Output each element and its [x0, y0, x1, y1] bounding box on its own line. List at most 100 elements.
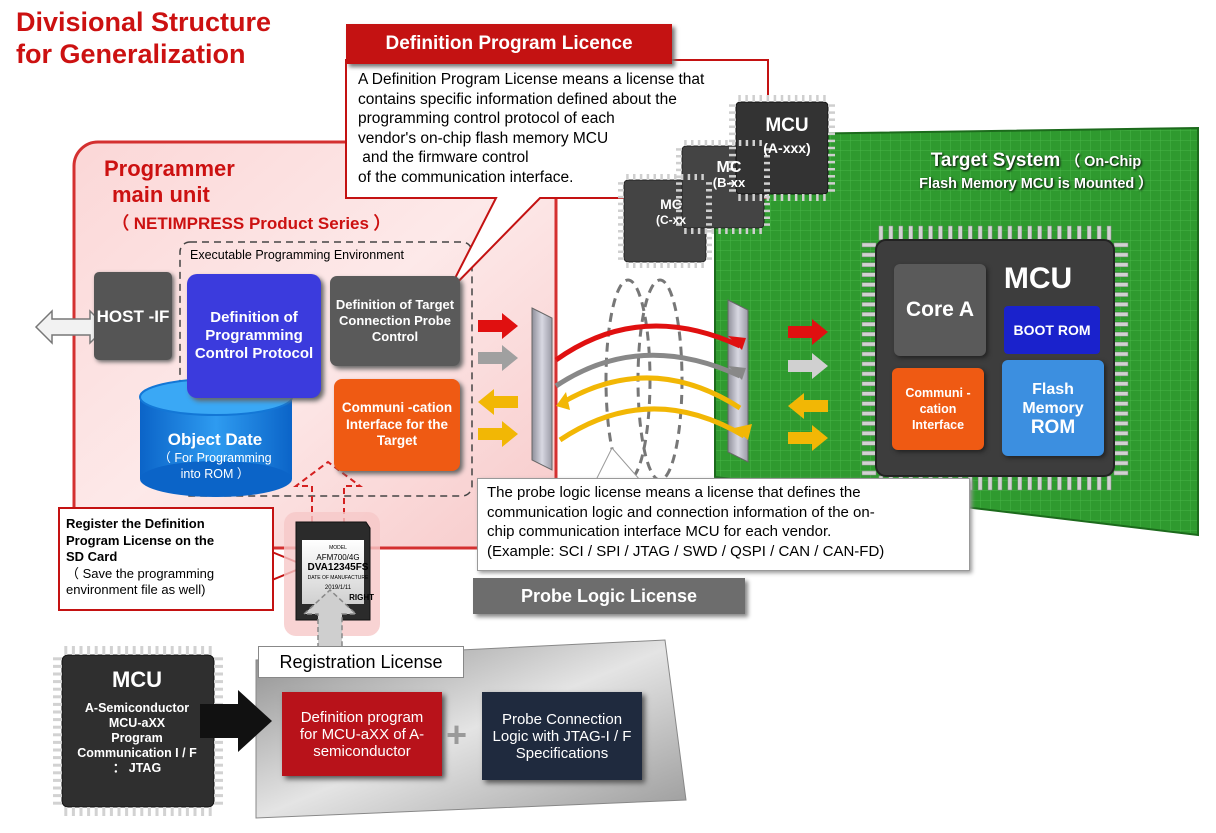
chip-pin — [706, 209, 712, 212]
definition-license-heading: Definition Program Licence — [346, 24, 672, 64]
target-mcu-pin — [861, 401, 877, 406]
source-mcu-pin — [53, 657, 62, 661]
source-mcu-pin — [53, 794, 62, 798]
target-mcu-pin — [1113, 322, 1129, 327]
target-mcu-label: MCU — [1003, 262, 1073, 295]
target-mcu-pin — [1113, 381, 1129, 387]
source-mcu-pin — [117, 646, 121, 655]
chip-pin — [764, 148, 770, 151]
source-mcu-pin — [201, 807, 205, 816]
chip-pin — [732, 140, 735, 146]
def-line: contains specific information defined ab… — [358, 90, 677, 108]
chip-pin — [694, 174, 697, 180]
target-mcu-pin — [888, 225, 894, 241]
target-mcu-pin — [861, 312, 877, 317]
source-mcu-pin — [94, 807, 98, 816]
source-mcu-pin — [132, 646, 136, 655]
source-mcu-pin — [214, 695, 223, 699]
chip-pin — [764, 155, 770, 158]
chip-pin — [729, 125, 736, 129]
source-mcu-pin — [53, 756, 62, 760]
arrow-right-yellow — [788, 425, 828, 451]
chip-pin — [752, 194, 755, 201]
source-mcu-pin — [132, 807, 136, 816]
target-mcu-pin — [1113, 460, 1129, 466]
chip-pin — [759, 228, 762, 234]
source-mcu-pin — [64, 807, 68, 816]
target-mcu-pin — [987, 225, 993, 241]
chip-pin — [706, 223, 712, 226]
chip-pin — [787, 194, 791, 201]
chip-pin — [766, 194, 770, 201]
target-mcu-pin — [861, 450, 877, 456]
chip-pin — [729, 182, 736, 185]
sd-serial: DVA12345FS — [307, 562, 369, 573]
source-mcu-pin — [125, 807, 129, 816]
source-mcu-pin — [185, 646, 189, 655]
target-mcu-pin — [861, 361, 877, 367]
chip-pin — [828, 189, 835, 192]
target-mcu-pin — [861, 391, 877, 396]
chip-pin — [676, 196, 682, 199]
source-mcu-pin — [53, 672, 62, 676]
chip-pin — [823, 194, 826, 201]
arrow-left-grey — [478, 345, 518, 371]
source-mcu-pin — [214, 786, 223, 790]
chip-pin — [711, 140, 714, 146]
chip-pin — [759, 95, 763, 102]
target-mcu-pin — [1113, 262, 1129, 268]
target-mcu-pin — [861, 341, 877, 347]
chip-pin — [706, 195, 712, 199]
chip-pin — [828, 153, 835, 157]
source-mcu-pin — [178, 646, 182, 655]
programmer-subtitle: （ NETIMPRESS Product Series ） — [112, 214, 391, 233]
source-mcu-pin — [214, 763, 223, 767]
source-mcu-pin — [53, 687, 62, 691]
target-title-line2: Flash Memory MCU is Mounted ） — [919, 176, 1153, 192]
register-line-2: environment file as well) — [66, 582, 206, 597]
source-mcu-pin — [53, 702, 62, 706]
def-line: programming control protocol of each — [358, 110, 615, 127]
target-mcu-pin — [1027, 225, 1032, 241]
target-mcu-pin — [918, 225, 923, 241]
sd-model: MODEL — [329, 545, 347, 551]
definition-callout — [345, 59, 769, 293]
probe-license-text: The probe logic license means a license … — [477, 478, 970, 571]
chip-pin — [729, 146, 736, 150]
target-mcu-pin — [1113, 371, 1129, 377]
chip-pin — [780, 95, 784, 102]
chip-pin — [759, 194, 763, 201]
source-mcu-pin — [53, 763, 62, 767]
source-mcu-pin — [214, 657, 223, 661]
programmer-title-1: Programmer — [104, 156, 235, 181]
target-mcu-pin — [1057, 475, 1062, 491]
target-mcu-pin — [977, 225, 983, 241]
sd-model-no: AFM700/4G — [316, 553, 360, 562]
source-mcu-pin — [155, 807, 159, 816]
target-mcu-pin — [861, 272, 877, 277]
chip-pin — [676, 182, 682, 185]
signal-curve-red — [554, 323, 742, 363]
target-mcu-pin — [1113, 312, 1129, 317]
target-mcu-pin — [1106, 225, 1112, 241]
sd-card-label: MODEL AFM700/4G DVA12345FS DATE OF MANUF… — [302, 543, 374, 603]
chip-pin — [766, 95, 770, 102]
chip-pin — [745, 140, 749, 146]
target-mcu-pin — [1113, 252, 1129, 258]
target-mcu-pin — [987, 475, 993, 491]
flash-memory-box: Flash Memory ROM — [1002, 360, 1104, 456]
target-mcu-pin — [1106, 475, 1112, 491]
definition-target-box: Definition of Target Connection Probe Co… — [330, 276, 460, 366]
target-mcu-pin — [1113, 331, 1129, 337]
chip-pin — [646, 262, 650, 268]
chip-pin — [687, 262, 691, 268]
target-mcu-pin — [861, 470, 877, 476]
chip-pin — [823, 95, 826, 102]
source-mcu-pin — [109, 807, 113, 816]
chip-a-sub: (A-xxx) — [763, 140, 811, 156]
chip-pin — [729, 132, 736, 136]
source-mcu-pin — [185, 807, 189, 816]
arrow-right-red — [788, 319, 828, 345]
chip-pin — [794, 194, 798, 201]
target-mcu-pin — [1113, 470, 1129, 476]
